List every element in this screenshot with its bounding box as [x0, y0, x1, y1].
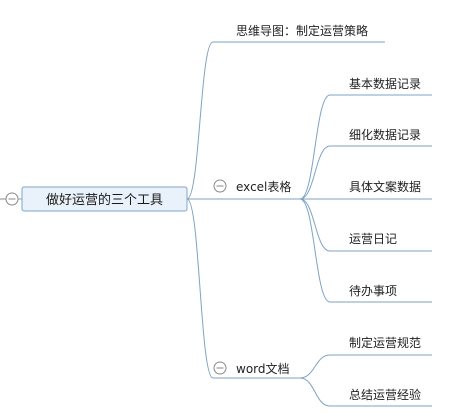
- connector-excel-child-5: [299, 198, 432, 303]
- word-child-experience[interactable]: 总结运营经验: [349, 387, 421, 402]
- root-collapse-toggle[interactable]: [0, 192, 19, 206]
- root-node-label: 做好运营的三个工具: [46, 192, 163, 208]
- branch-strategy-label[interactable]: 思维导图：制定运营策略: [236, 23, 368, 38]
- excel-child-detailed-data[interactable]: 细化数据记录: [349, 127, 421, 142]
- branch-excel-label[interactable]: excel表格: [236, 179, 291, 194]
- root-node-box[interactable]: [21, 186, 188, 212]
- excel-child-basic-data[interactable]: 基本数据记录: [349, 76, 421, 91]
- connector-word: [186, 198, 214, 379]
- connector-word-child-2: [299, 377, 432, 407]
- connector-excel-child-1: [299, 94, 432, 200]
- branch-word-label[interactable]: word文档: [236, 361, 290, 376]
- root-node[interactable]: 做好运营的三个工具: [21, 186, 188, 212]
- root-connectors: [186, 41, 385, 379]
- word-connectors: [213, 354, 432, 407]
- excel-child-ops-diary[interactable]: 运营日记: [349, 232, 397, 246]
- branch-excel-toggle[interactable]: [213, 179, 227, 193]
- connector-word-child-1: [299, 354, 432, 379]
- connector-excel-child-4: [299, 198, 432, 252]
- connector-excel-child-2: [299, 145, 432, 200]
- connector-strategy: [186, 41, 385, 200]
- excel-child-copy-data[interactable]: 具体文案数据: [349, 179, 421, 194]
- branch-word-toggle[interactable]: [213, 361, 227, 375]
- word-child-standards[interactable]: 制定运营规范: [349, 335, 421, 350]
- excel-child-todo[interactable]: 待办事项: [349, 283, 397, 298]
- excel-connectors: [213, 94, 432, 303]
